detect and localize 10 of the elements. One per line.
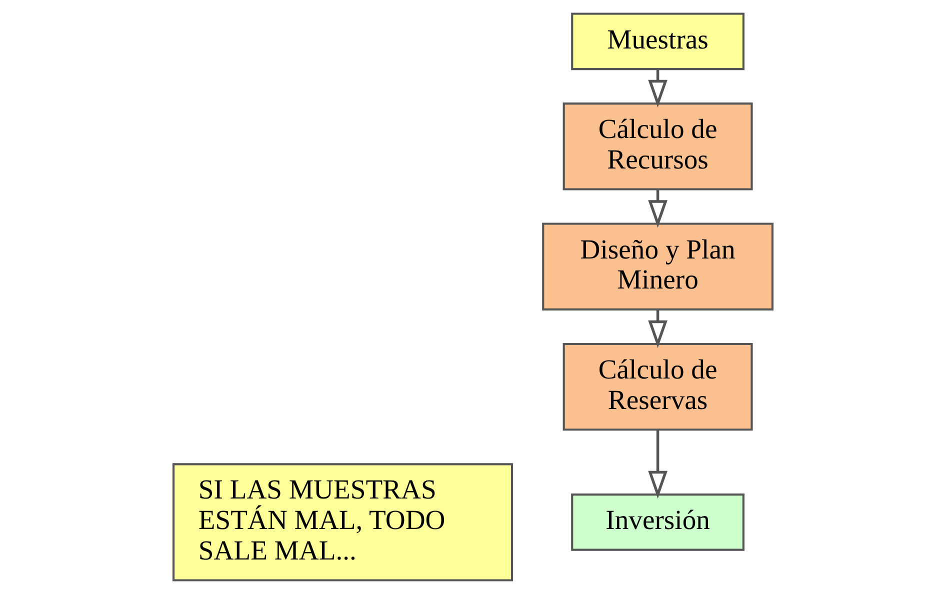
node-box: Inversión [570, 494, 744, 551]
node-box: Muestras [570, 12, 744, 70]
node-box: Diseño y Plan Minero [542, 222, 773, 310]
arrow [648, 430, 667, 499]
arrow [648, 310, 667, 348]
node-box: Cálculo de Reservas [562, 342, 752, 431]
node-box: Cálculo de Recursos [562, 102, 752, 190]
node-box: SI LAS MUESTRAS ESTÁN MAL, TODO SALE MAL... [172, 463, 513, 582]
arrow [648, 69, 667, 108]
arrow [648, 190, 667, 228]
